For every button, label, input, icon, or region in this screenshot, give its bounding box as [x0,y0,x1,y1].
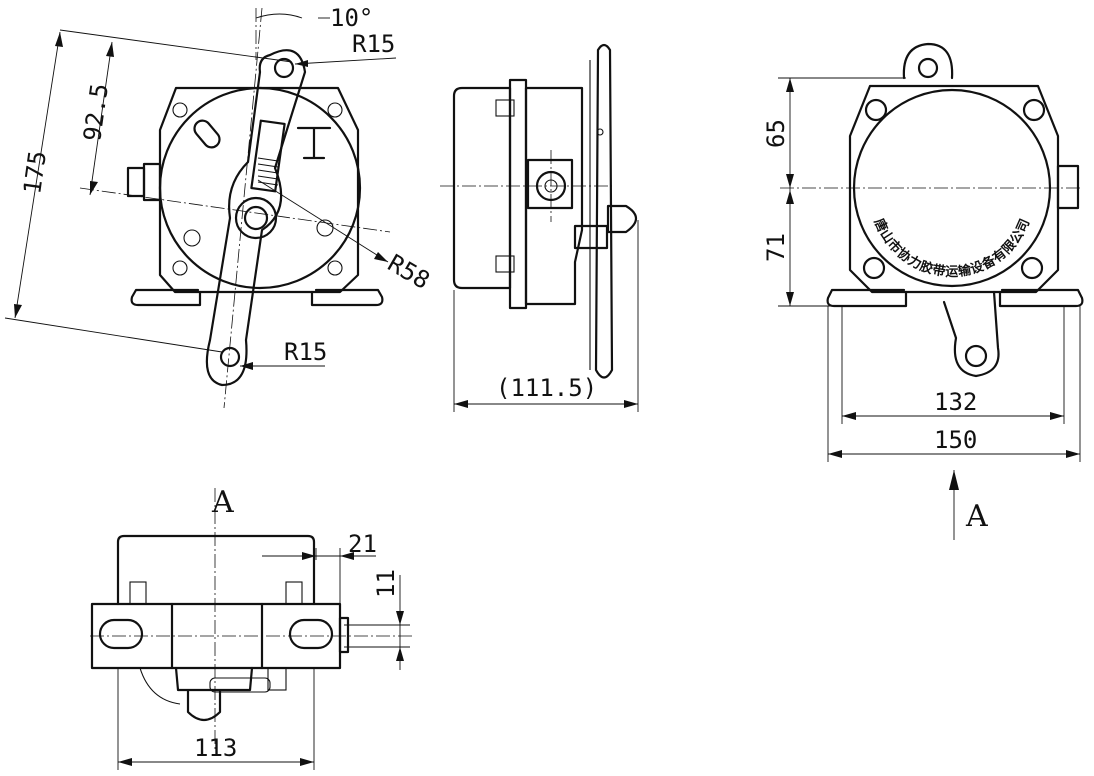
side-lever-dot [596,128,604,136]
front-175-label: 175 [18,149,52,196]
rear-screw-bl [862,256,886,280]
rear-company-name: 唐山市协力胶带运输设备有限公司 [871,216,1034,280]
side-screw-top [495,99,515,117]
rear-view: 唐山市协力胶带运输设备有限公司 65 71 132 150 A [762,42,1084,540]
section-bracket-right [267,667,287,691]
rear-lever-hole [964,344,988,368]
front-r58-leader [257,179,389,263]
front-pivot-outer [234,196,278,240]
side-knob-bracket [573,224,609,250]
section-slot-right [288,618,334,650]
front-92-5-line [89,41,113,196]
rear-view-marker: A [965,499,988,534]
front-housing-circle [158,86,362,290]
rear-65-label: 65 [762,119,790,148]
front-lever-arm [205,49,307,387]
rear-right-foot [998,288,1084,308]
rear-150-label: 150 [934,426,977,454]
section-title: A [211,485,234,520]
front-screw-tl [172,102,188,118]
front-right-foot [310,288,384,307]
side-depth-label: (111.5) [496,374,597,402]
rear-screw-tl [864,98,888,122]
front-pivot-inner [243,205,269,231]
side-body-main [524,86,584,306]
section-11-label: 11 [372,569,400,598]
rear-screw-br [1020,256,1044,280]
front-r15-top-label: R15 [352,30,395,58]
front-view: 10° R15 R58 R15 175 92.5 [4,4,435,409]
rear-view-arrow-head [949,470,959,490]
front-screw-tr [327,102,343,118]
side-screw-bottom [495,255,515,273]
rear-screw-tr [1022,98,1046,122]
rear-housing-outline [848,84,1060,294]
rear-top-lug [902,42,954,80]
front-r15-top-leader [294,57,397,65]
front-centerline-horizontal [79,187,391,233]
front-screw-mr [316,219,334,237]
front-screw-ml [183,229,201,247]
rear-top-lug-hole [917,57,939,79]
section-knob-pin [209,677,271,693]
side-lever-plate [594,43,614,379]
front-cam-bracket [296,126,332,160]
section-slot-left [98,618,144,650]
front-angle-arc [255,13,303,19]
rear-company-name-path: 唐山市协力胶带运输设备有限公司 [871,216,1033,280]
front-92-5-label: 92.5 [78,82,114,143]
front-side-bolt-head [142,162,162,202]
section-cover [116,534,316,606]
rear-132-label: 132 [934,388,977,416]
front-r58-label: R58 [383,249,435,295]
side-hex-boss [526,158,574,210]
section-screw-right [285,581,303,605]
front-side-bolt [126,166,146,198]
front-r15-bottom-label: R15 [284,338,327,366]
front-centerline-vertical [223,7,263,409]
section-side-nut [338,616,350,654]
front-left-foot [130,288,202,307]
section-arc-left [139,667,181,705]
section-knob [174,666,254,722]
front-spring-box [250,119,286,193]
side-housing-body [452,86,512,290]
side-knob [606,204,638,234]
front-175-ext-top [59,29,293,63]
front-spring-coil [257,157,279,186]
front-screw-br [327,260,343,276]
section-21-label: 21 [348,530,377,558]
front-175-ext-bottom [4,317,223,353]
front-175-line [14,31,61,319]
front-lever-top-hole [273,57,295,79]
rear-side-bolt [1056,164,1080,210]
rear-lever-arm [942,290,1000,378]
front-angle-label: 10° [330,4,373,32]
front-screw-bl [172,260,188,276]
section-screw-left [129,581,147,605]
side-flange [508,78,528,310]
section-113-label: 113 [194,734,237,762]
section-view: A 21 11 113 [90,485,412,770]
rear-71-label: 71 [762,233,790,262]
side-view: (111.5) [440,43,639,412]
front-lever-bottom-hole [219,346,241,368]
front-oval-slot [193,119,221,149]
